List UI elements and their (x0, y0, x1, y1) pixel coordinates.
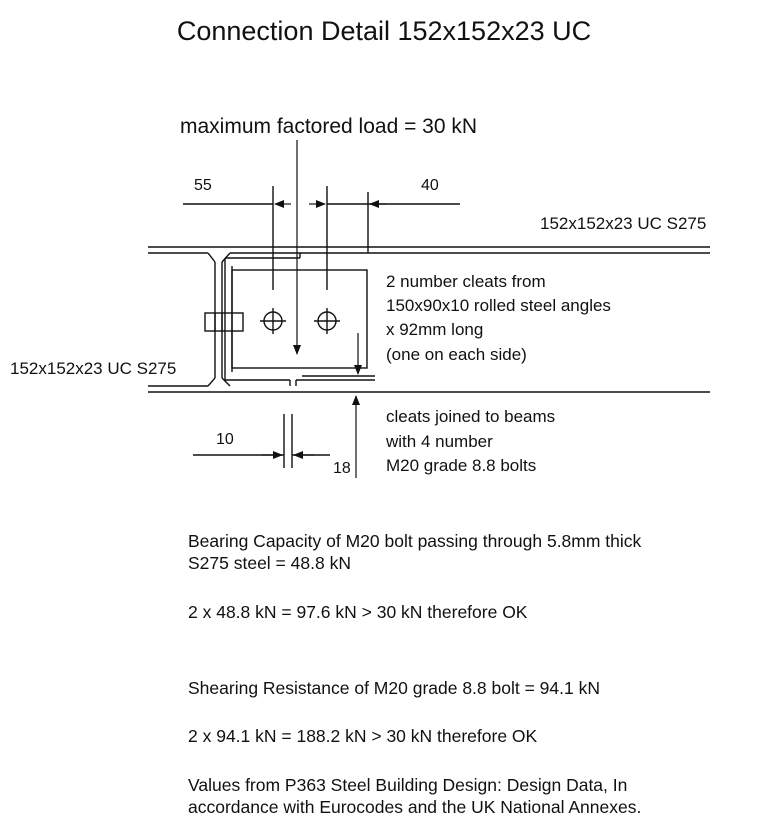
bolt-note-line2: with 4 number (386, 432, 493, 451)
shear-check: 2 x 94.1 kN = 188.2 kN > 30 kN therefore… (188, 726, 538, 746)
bolt-hole-2 (314, 308, 340, 334)
reference-line1: Values from P363 Steel Building Design: … (188, 775, 628, 795)
reference-line2: accordance with Eurocodes and the UK Nat… (188, 797, 642, 817)
bolt-head (204, 312, 244, 332)
label-main-beam: 152x152x23 UC S275 (540, 214, 707, 233)
secondary-beam (224, 253, 375, 386)
dim-gap: 10 (216, 431, 234, 448)
dim-right-gap: 40 (421, 177, 439, 194)
dim-depth: 18 (333, 460, 351, 477)
cleat-note-line1: 2 number cleats from (386, 272, 546, 291)
cleat-note-line3: x 92mm long (386, 320, 484, 339)
cleat-note-line4: (one on each side) (386, 345, 527, 364)
bearing-line1: Bearing Capacity of M20 bolt passing thr… (188, 531, 642, 551)
cleat-note-line2: 150x90x10 rolled steel angles (386, 296, 611, 315)
bearing-capacity-note: Bearing Capacity of M20 bolt passing thr… (188, 530, 641, 574)
bolt-note-line3: M20 grade 8.8 bolts (386, 456, 537, 475)
bolt-hole-1 (260, 308, 286, 334)
label-secondary-beam: 152x152x23 UC S275 (10, 359, 177, 378)
bearing-line2: S275 steel = 48.8 kN (188, 553, 351, 573)
bearing-check: 2 x 48.8 kN = 97.6 kN > 30 kN therefore … (188, 602, 528, 622)
bolt-note-line1: cleats joined to beams (386, 407, 556, 426)
dim-left-gap: 55 (194, 177, 212, 194)
cleat-angle (231, 266, 368, 372)
shear-resistance-note: Shearing Resistance of M20 grade 8.8 bol… (188, 678, 600, 698)
load-label: maximum factored load = 30 kN (180, 115, 478, 138)
drawing-title: Connection Detail 152x152x23 UC (176, 16, 592, 46)
reference-note: Values from P363 Steel Building Design: … (188, 774, 641, 818)
